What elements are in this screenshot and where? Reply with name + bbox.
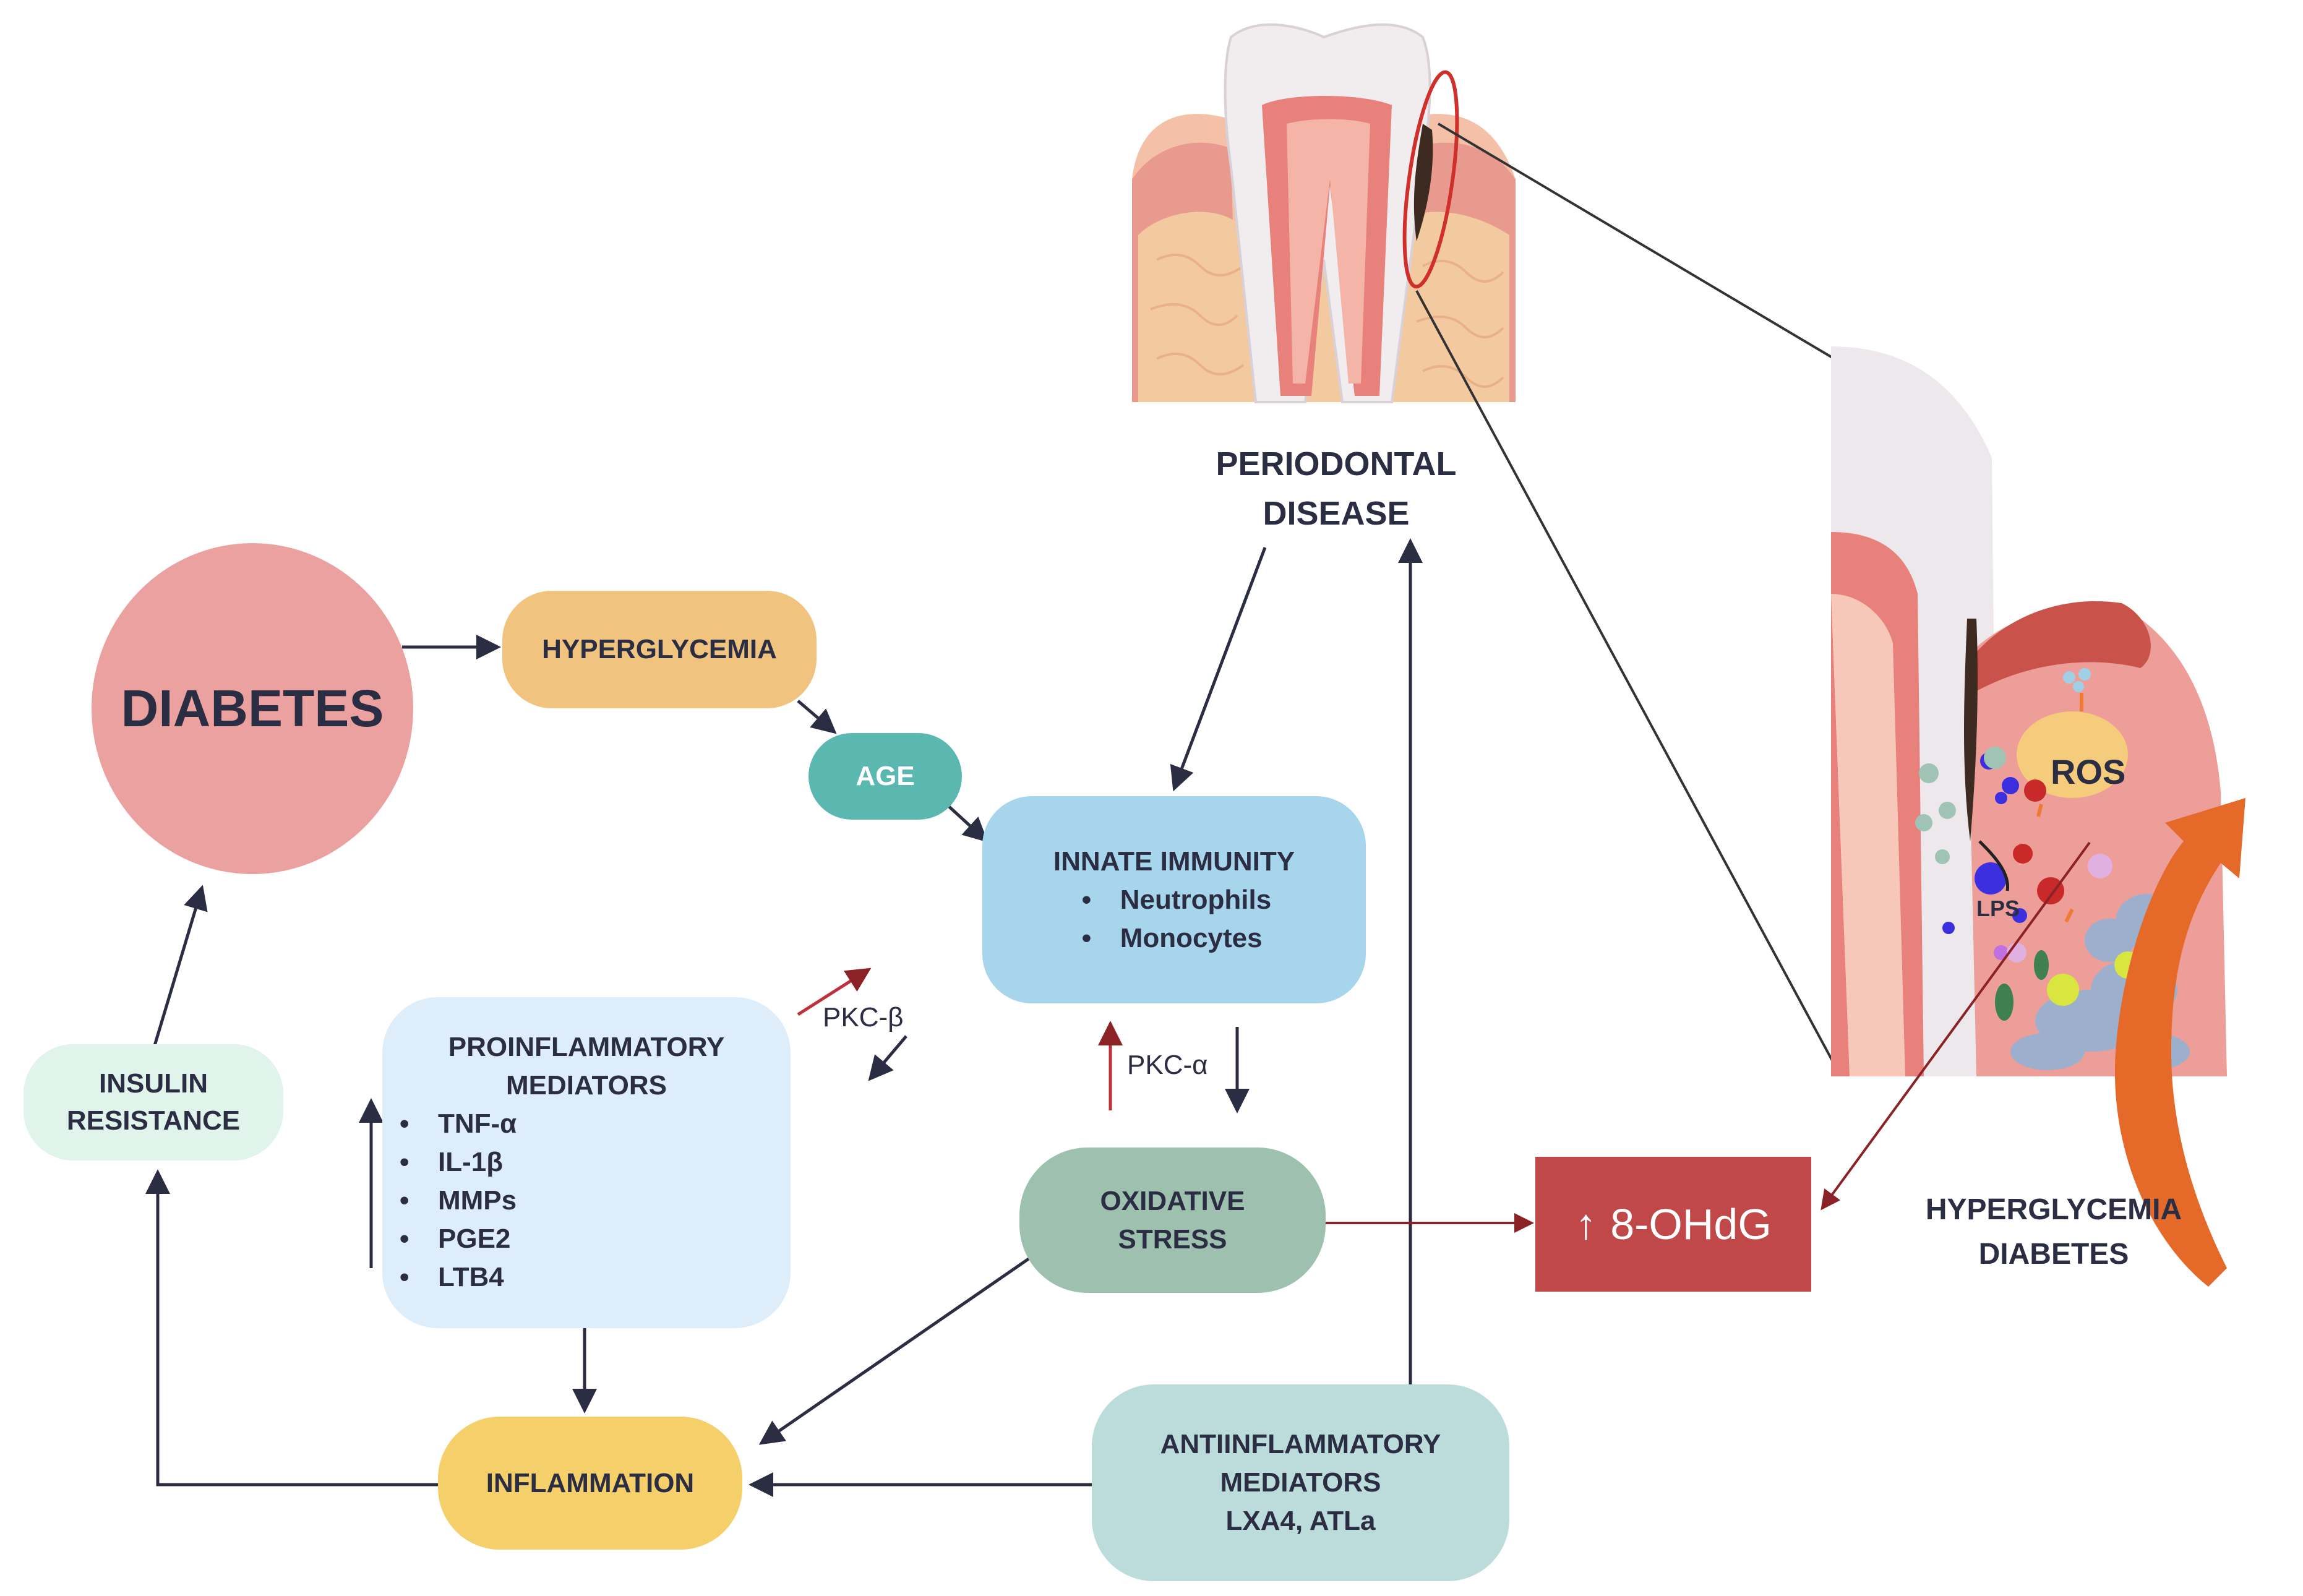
list-item: MMPs [395, 1182, 517, 1220]
hyperglycemia-diabetes-line-1: HYPERGLYCEMIA [1925, 1193, 2182, 1226]
oxidative-stress-node: OXIDATIVE STRESS [1019, 1148, 1326, 1293]
up-arrow-icon: ↑ [1575, 1200, 1597, 1248]
insulin-resistance-line-1: INSULIN [99, 1068, 208, 1099]
list-item: PGE2 [395, 1220, 517, 1258]
tooth-cross-section-icon [1132, 23, 1516, 403]
diabetes-label: DIABETES [121, 679, 384, 737]
zoom-line-bottom [1415, 290, 1835, 1065]
age-node: AGE [808, 733, 962, 820]
hyperglycemia-label: HYPERGLYCEMIA [542, 634, 777, 664]
proinflammatory-title-line-2: MEDIATORS [506, 1070, 667, 1100]
innate-immunity-list: Neutrophils Monocytes [1077, 881, 1271, 958]
flow-arrows [145, 538, 1423, 1497]
periodontal-disease-line-1: PERIODONTAL [1216, 445, 1457, 483]
proinflammatory-mediators-node: PROINFLAMMATORY MEDIATORS TNF-α IL-1β MM… [382, 997, 791, 1328]
pkc-beta-label: PKC-β [823, 1002, 904, 1032]
proinflammatory-list: TNF-α IL-1β MMPs PGE2 LTB4 [395, 1105, 517, 1297]
inflammation-label: INFLAMMATION [486, 1467, 695, 1498]
oxidative-stress-line-2: STRESS [1118, 1224, 1227, 1255]
antiinflammatory-line-2: MEDIATORS [1220, 1467, 1381, 1498]
periodontal-disease-label: PERIODONTAL DISEASE [1175, 439, 1497, 538]
ohdg-label: 8-OHdG [1610, 1200, 1772, 1248]
ohdg-box: ↑ 8-OHdG [1535, 1157, 1811, 1292]
age-label: AGE [856, 761, 915, 791]
list-item: TNF-α [395, 1105, 517, 1143]
antiinflammatory-mediators-node: ANTIINFLAMMATORY MEDIATORS LXA4, ATLa [1092, 1384, 1509, 1581]
innate-immunity-title: INNATE IMMUNITY [1053, 846, 1295, 877]
periodontal-disease-line-2: DISEASE [1263, 495, 1410, 532]
proinflammatory-title-line-1: PROINFLAMMATORY [448, 1032, 725, 1062]
oxidative-stress-line-1: OXIDATIVE [1100, 1185, 1245, 1216]
gum-tissue-zoom-icon [1831, 346, 2227, 1076]
ohdg-arrows [1324, 841, 2091, 1233]
diabetes-node: DIABETES [92, 543, 413, 874]
hyperglycemia-node: HYPERGLYCEMIA [502, 591, 817, 708]
list-item: Monocytes [1077, 919, 1271, 958]
innate-immunity-node: INNATE IMMUNITY Neutrophils Monocytes [982, 796, 1366, 1003]
hyperglycemia-diabetes-label: HYPERGLYCEMIA DIABETES [1905, 1188, 2202, 1277]
lps-label: LPS [1976, 896, 2020, 921]
list-item: Neutrophils [1077, 881, 1271, 919]
curved-arrow-icon [2114, 798, 2245, 1287]
pkc-alpha-label: PKC-α [1127, 1050, 1208, 1080]
zoom-line-top [1437, 122, 1833, 359]
list-item: LTB4 [395, 1258, 517, 1297]
insulin-resistance-line-2: RESISTANCE [66, 1105, 241, 1136]
antiinflammatory-line-1: ANTIINFLAMMATORY [1160, 1429, 1441, 1459]
insulin-resistance-node: INSULIN RESISTANCE [24, 1044, 283, 1161]
hyperglycemia-diabetes-line-2: DIABETES [1978, 1238, 2129, 1271]
inflammation-node: INFLAMMATION [438, 1417, 742, 1550]
pkc-activation-arrows [797, 967, 1123, 1110]
antiinflammatory-line-3: LXA4, ATLa [1225, 1506, 1376, 1536]
ros-label: ROS [2051, 752, 2126, 791]
list-item: IL-1β [395, 1143, 517, 1182]
